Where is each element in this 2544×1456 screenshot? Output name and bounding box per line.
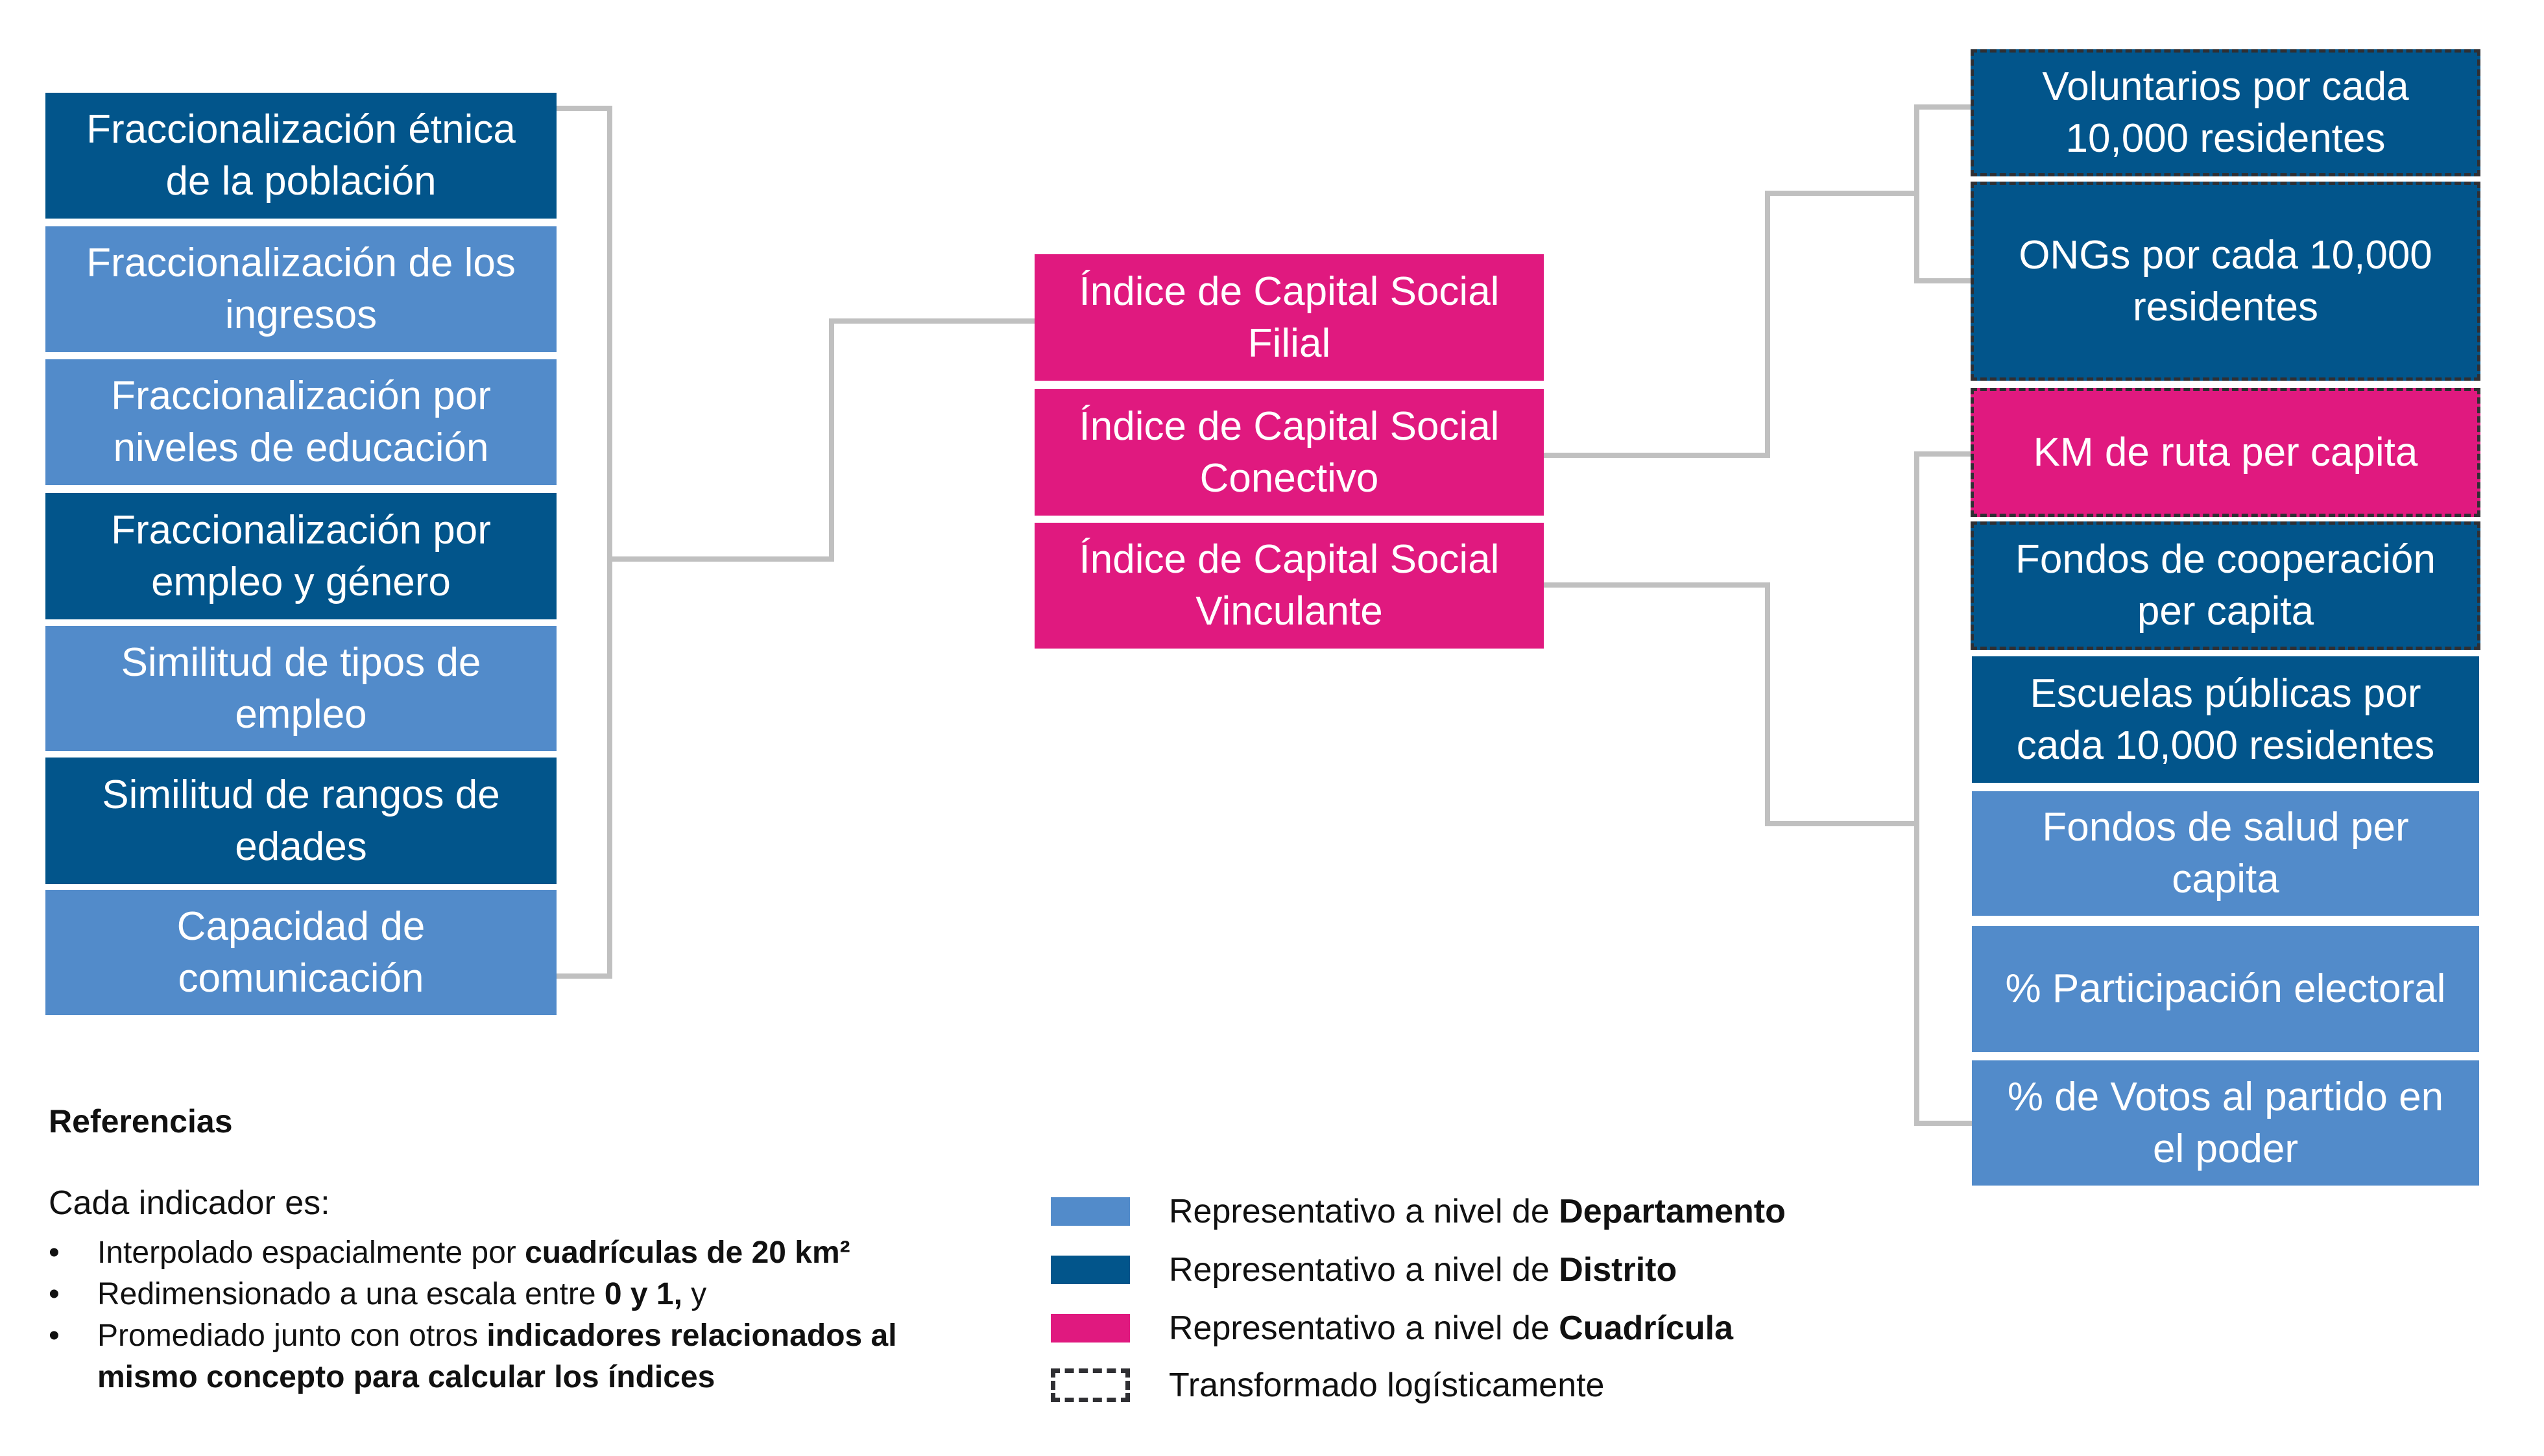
legend-key-distrito: Representativo a nivel de Distrito (1051, 1250, 1677, 1289)
bullet-bold-text: indicadores relacionados al mismo concep… (97, 1319, 897, 1394)
bullet-bold-text: cuadrículas de 20 km² (525, 1235, 850, 1270)
legend-key-departamento: Representativo a nivel de Departamento (1051, 1192, 1786, 1231)
left-bracket-line (557, 106, 612, 979)
bullet-icon: • (49, 1235, 60, 1270)
indicator-comunicacion: Capacidad de comunicación (45, 890, 557, 1015)
indicator-label: Similitud de rangos de edades (102, 772, 500, 869)
legend-key-text: Representativo a nivel de (1169, 1251, 1559, 1289)
indicator-label: Fraccionalización étnica de la población (86, 107, 516, 204)
vinculante-bracket-line (1914, 451, 1972, 1126)
indicator-tipos-empleo: Similitud de tipos de empleo (45, 626, 557, 751)
bullet-text: Redimensionado a una escala entre (97, 1277, 605, 1311)
distrito-swatch-icon (1051, 1256, 1130, 1284)
departamento-swatch-icon (1051, 1197, 1130, 1226)
legend-key-text: Transformado logísticamente (1169, 1366, 1605, 1404)
indicator-label: Escuelas públicas por cada 10,000 reside… (2016, 671, 2435, 768)
bullet-text: Promediado junto con otros (97, 1319, 487, 1353)
legend-key-bold: Departamento (1559, 1193, 1786, 1230)
indicator-label: % Participación electoral (2005, 966, 2446, 1011)
bullet-bold-text: 0 y 1, (604, 1277, 682, 1311)
legend-key-cuadricula: Representativo a nivel de Cuadrícula (1051, 1309, 1733, 1348)
indicator-label: Fraccionalización de los ingresos (86, 241, 516, 337)
indicator-escuelas: Escuelas públicas por cada 10,000 reside… (1972, 656, 2479, 783)
indicator-label: Fraccionalización por empleo y género (111, 507, 491, 604)
legend-intro: Cada indicador es: (49, 1184, 330, 1222)
indicator-km-ruta: KM de ruta per capita (1971, 388, 2480, 517)
indicator-voluntarios: Voluntarios por cada 10,000 residentes (1971, 49, 2480, 176)
dashed-border-icon (1051, 1368, 1130, 1402)
index-label: Índice de Capital Social Conectivo (1079, 403, 1500, 501)
indicator-label: Capacidad de comunicación (176, 903, 426, 1001)
index-label: Índice de Capital Social Filial (1079, 269, 1500, 366)
legend-key-dashed: Transformado logísticamente (1051, 1366, 1604, 1405)
indicator-educacion: Fraccionalización por niveles de educaci… (45, 359, 557, 485)
indicator-empleo-genero: Fraccionalización por empleo y género (45, 493, 557, 619)
legend-title: Referencias (49, 1103, 233, 1140)
bullet-item: • Promediado junto con otros indicadores… (49, 1315, 989, 1398)
indicator-label: KM de ruta per capita (2033, 429, 2418, 475)
bullet-text: Interpolado espacialmente por (97, 1235, 525, 1270)
indicator-votos-partido: % de Votos al partido en el poder (1972, 1060, 2479, 1186)
conectivo-connector (1544, 191, 1917, 458)
index-conectivo: Índice de Capital Social Conectivo (1035, 389, 1544, 516)
indicator-participacion: % Participación electoral (1972, 926, 2479, 1052)
indicator-label: Fondos de salud per capita (2042, 805, 2409, 901)
indicator-label: Voluntarios por cada 10,000 residentes (2042, 64, 2409, 161)
index-vinculante: Índice de Capital Social Vinculante (1035, 523, 1544, 649)
indicator-label: Similitud de tipos de empleo (121, 639, 481, 737)
legend-key-text: Representativo a nivel de (1169, 1309, 1559, 1347)
indicator-label: Fondos de cooperación per capita (2015, 537, 2436, 634)
index-filial: Índice de Capital Social Filial (1035, 254, 1544, 381)
vinculante-connector (1544, 582, 1917, 826)
indicator-label: % de Votos al partido en el poder (2007, 1074, 2444, 1171)
indicator-ingresos: Fraccionalización de los ingresos (45, 226, 557, 352)
indicator-fondos-cooperacion: Fondos de cooperación per capita (1971, 521, 2480, 650)
legend-bullets: • Interpolado espacialmente por cuadrícu… (49, 1232, 989, 1398)
left-to-index-connector (610, 318, 1035, 562)
indicator-label: ONGs por cada 10,000 residentes (2019, 232, 2432, 329)
legend-key-text: Representativo a nivel de (1169, 1193, 1559, 1230)
indicator-fondos-salud: Fondos de salud per capita (1972, 791, 2479, 916)
indicator-ongs: ONGs por cada 10,000 residentes (1971, 182, 2480, 381)
indicator-rangos-edades: Similitud de rangos de edades (45, 758, 557, 884)
conectivo-bracket-line (1914, 104, 1972, 283)
bullet-tail-text: y (682, 1277, 707, 1311)
cuadricula-swatch-icon (1051, 1314, 1130, 1343)
index-label: Índice de Capital Social Vinculante (1079, 537, 1500, 634)
legend-key-bold: Distrito (1559, 1251, 1677, 1289)
bullet-item: • Interpolado espacialmente por cuadrícu… (49, 1232, 989, 1274)
indicator-label: Fraccionalización por niveles de educaci… (111, 374, 491, 470)
indicator-etnica: Fraccionalización étnica de la población (45, 93, 557, 219)
bullet-item: • Redimensionado a una escala entre 0 y … (49, 1274, 989, 1315)
bullet-icon: • (49, 1277, 60, 1311)
legend-key-bold: Cuadrícula (1559, 1309, 1733, 1347)
bullet-icon: • (49, 1319, 60, 1353)
